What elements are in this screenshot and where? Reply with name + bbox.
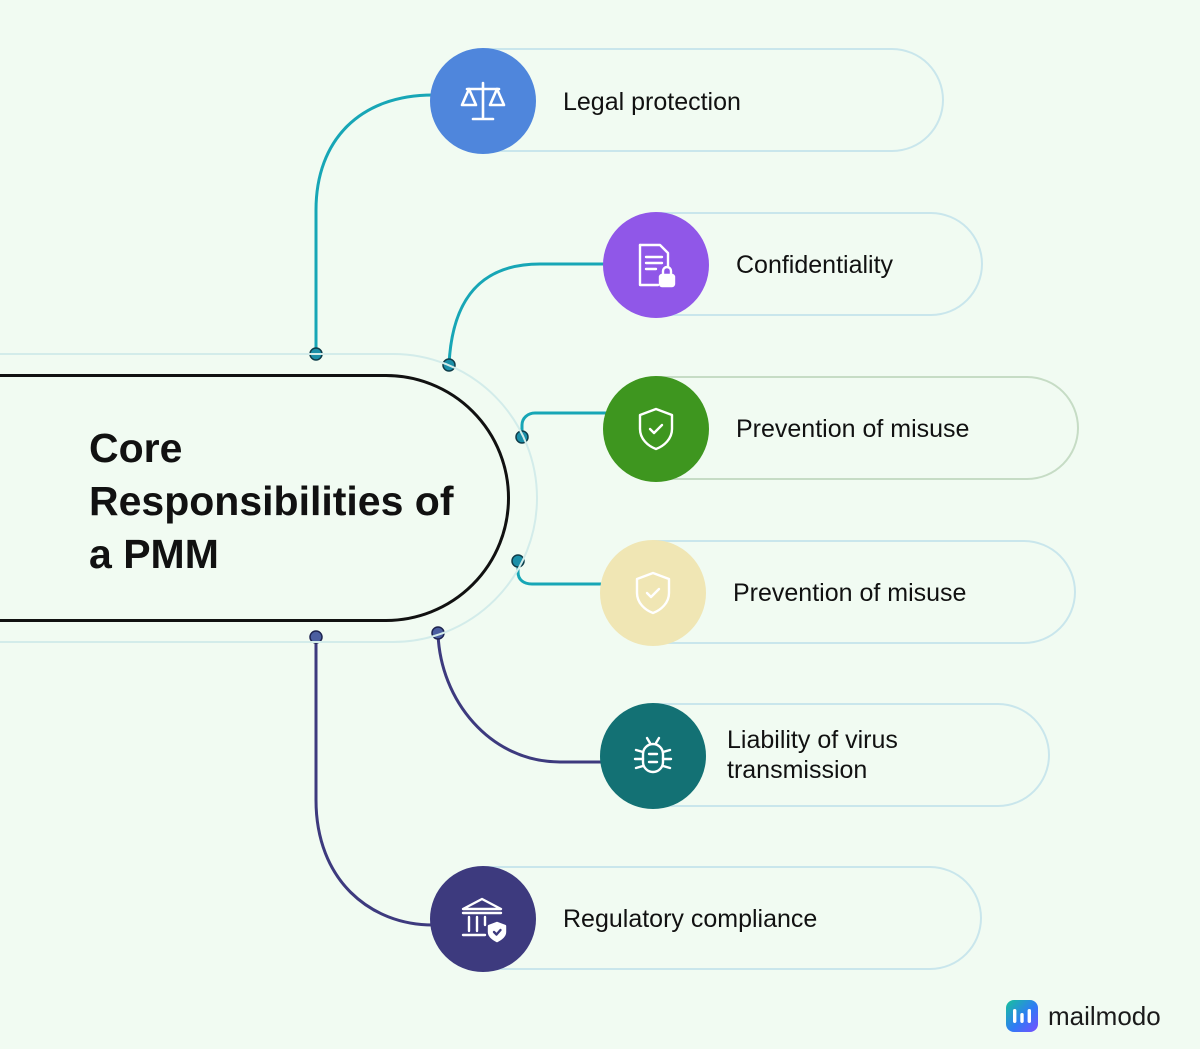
label-confidentiality: Confidentiality — [736, 251, 894, 279]
badge-confidentiality — [603, 212, 709, 318]
pill-prevention-of-misuse-1 — [657, 376, 1079, 480]
mailmodo-logo: mailmodo — [1006, 1000, 1161, 1032]
badge-liability-of-virus-transmission — [600, 703, 706, 809]
mailmodo-logo-icon — [1006, 1000, 1038, 1032]
pill-regulatory-compliance — [484, 866, 982, 970]
connector-legal-protection — [314, 93, 434, 354]
scales-icon — [460, 81, 506, 121]
connector-prevention-2 — [516, 561, 603, 586]
shield-check-icon — [638, 407, 674, 451]
connector-regulatory — [314, 637, 434, 927]
hub-title: Core Responsibilities of a PMM — [89, 425, 454, 577]
locked-document-icon — [638, 243, 676, 288]
hub-shape — [0, 374, 510, 622]
shield-check-icon — [635, 571, 671, 615]
badge-prevention-of-misuse-1 — [603, 376, 709, 482]
connector-dot — [309, 630, 323, 644]
connector-confidentiality — [447, 262, 606, 366]
label-liability-of-virus-transmission: Liability of virus transmission — [727, 726, 898, 784]
bug-icon — [633, 736, 673, 774]
mailmodo-wordmark: mailmodo — [1048, 1000, 1161, 1031]
label-legal-protection: Legal protection — [563, 88, 741, 116]
pill-liability-of-virus-transmission — [654, 703, 1050, 807]
connector-prevention-1 — [520, 411, 606, 437]
connector-liability — [436, 632, 603, 764]
pill-legal-protection — [484, 48, 944, 152]
label-prevention-of-misuse-1: Prevention of misuse — [736, 415, 970, 443]
bank-shield-icon — [461, 897, 507, 943]
badge-regulatory-compliance — [430, 866, 536, 972]
badge-legal-protection — [430, 48, 536, 154]
hub-outer-ring — [0, 353, 538, 643]
label-prevention-of-misuse-2: Prevention of misuse — [733, 579, 967, 607]
label-regulatory-compliance: Regulatory compliance — [563, 905, 818, 933]
badge-prevention-of-misuse-2 — [600, 540, 706, 646]
pill-prevention-of-misuse-2 — [654, 540, 1076, 644]
pill-confidentiality — [657, 212, 983, 316]
